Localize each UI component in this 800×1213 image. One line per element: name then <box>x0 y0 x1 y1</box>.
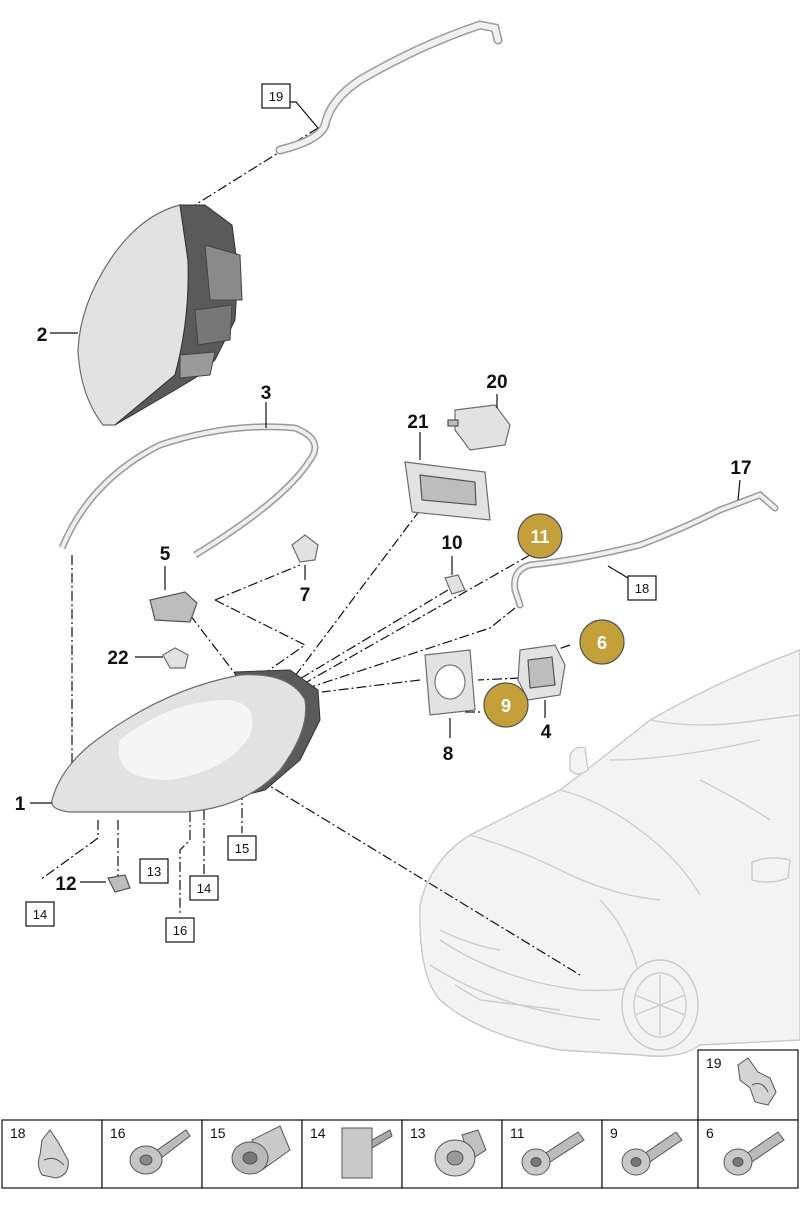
boxed-label-19: 19 <box>261 83 291 109</box>
svg-text:16: 16 <box>110 1125 126 1141</box>
svg-text:18: 18 <box>10 1125 26 1141</box>
svg-text:9: 9 <box>501 696 511 716</box>
part-3-seal <box>58 423 319 558</box>
highlighted-callout-9[interactable]: 9 <box>483 682 529 728</box>
callout-21: 21 <box>407 412 429 433</box>
callout-5: 5 <box>160 544 171 565</box>
callout-8: 8 <box>443 744 454 765</box>
fastener-table: 19 18 16 15 14 <box>1 1049 799 1189</box>
table-cell-14[interactable]: 14 <box>301 1119 403 1189</box>
svg-text:19: 19 <box>269 89 283 104</box>
callout-17: 17 <box>730 458 751 479</box>
svg-text:6: 6 <box>597 633 607 653</box>
table-cell-13[interactable]: 13 <box>401 1119 503 1189</box>
svg-text:14: 14 <box>33 907 47 922</box>
table-cell-18[interactable]: 18 <box>1 1119 103 1189</box>
highlighted-callout-6[interactable]: 6 <box>579 619 625 665</box>
table-cell-11[interactable]: 11 <box>501 1119 603 1189</box>
svg-text:9: 9 <box>610 1125 618 1141</box>
svg-text:15: 15 <box>210 1125 226 1141</box>
callout-22: 22 <box>107 648 128 669</box>
vehicle-illustration <box>419 649 800 1057</box>
svg-text:11: 11 <box>510 1125 525 1141</box>
callout-labels: 2 3 5 7 10 22 1 12 20 21 17 8 4 <box>15 325 752 895</box>
svg-text:16: 16 <box>173 923 187 938</box>
svg-text:15: 15 <box>235 841 249 856</box>
callout-20: 20 <box>486 372 507 393</box>
table-cell-15[interactable]: 15 <box>201 1119 303 1189</box>
table-cell-16[interactable]: 16 <box>101 1119 203 1189</box>
small-parts <box>107 404 779 893</box>
part-1-headlight <box>51 669 321 813</box>
table-cell-19[interactable]: 19 <box>697 1049 799 1121</box>
callout-10: 10 <box>441 533 462 554</box>
boxed-labels: 19 18 13 14 14 15 16 <box>25 83 657 943</box>
part-19-hose <box>275 20 503 155</box>
boxed-label-14-left: 14 <box>25 901 55 927</box>
callout-7: 7 <box>300 585 311 606</box>
boxed-label-18: 18 <box>627 575 657 601</box>
boxed-label-15: 15 <box>227 835 257 861</box>
callout-4: 4 <box>541 722 552 743</box>
svg-text:13: 13 <box>410 1125 426 1141</box>
callout-3: 3 <box>261 383 272 404</box>
callout-2: 2 <box>37 325 48 346</box>
highlighted-callout-11[interactable]: 11 <box>517 513 563 559</box>
svg-text:6: 6 <box>706 1125 714 1141</box>
table-cell-6[interactable]: 6 <box>697 1119 799 1189</box>
table-cell-9[interactable]: 9 <box>601 1119 699 1189</box>
boxed-label-16: 16 <box>165 917 195 943</box>
highlighted-labels: 11 6 9 <box>483 513 625 728</box>
svg-text:18: 18 <box>635 581 649 596</box>
boxed-label-13: 13 <box>139 858 169 884</box>
svg-text:14: 14 <box>197 881 211 896</box>
boxed-label-14-right: 14 <box>189 875 219 901</box>
svg-text:19: 19 <box>706 1055 722 1071</box>
svg-text:11: 11 <box>530 527 549 547</box>
part-2-headlight-rear <box>77 204 243 426</box>
callout-1: 1 <box>15 794 26 815</box>
svg-text:14: 14 <box>310 1125 326 1141</box>
svg-text:13: 13 <box>147 864 161 879</box>
callout-12: 12 <box>55 874 76 895</box>
